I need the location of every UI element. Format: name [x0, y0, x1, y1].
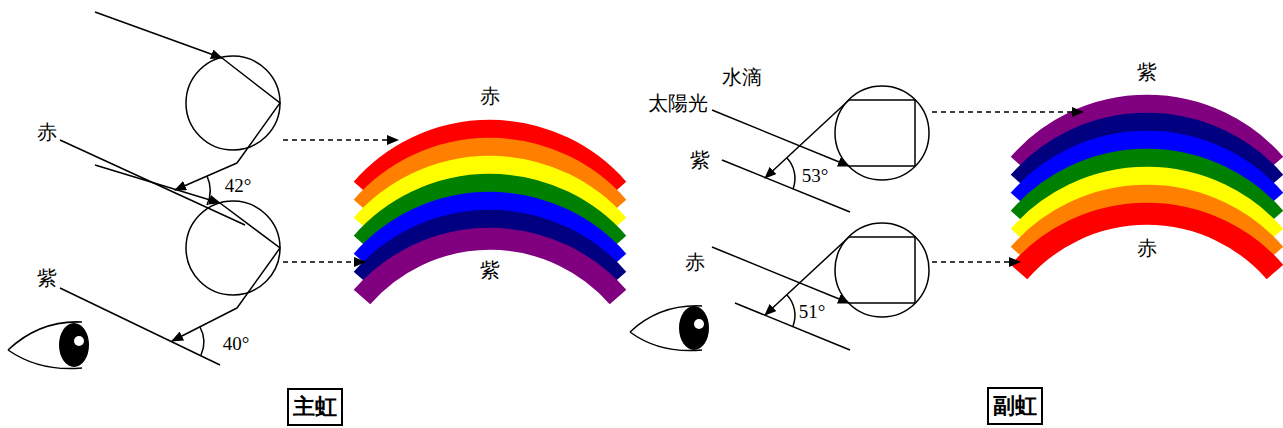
sunlight-label: 太陽光 [648, 92, 708, 114]
color-label: 紫 [1137, 61, 1157, 83]
title-box: 主虹 [287, 388, 343, 426]
angle-label: 51° [799, 302, 826, 323]
secondary-rainbow [1019, 106, 1275, 272]
eye [8, 322, 89, 369]
angle-label: 53° [802, 166, 829, 187]
color-label: 赤 [1137, 237, 1157, 259]
title-text: 主虹 [293, 394, 337, 419]
title-text: 副虹 [993, 393, 1037, 418]
color-label: 紫 [480, 259, 500, 281]
angle-label: 40° [223, 334, 250, 355]
secondary-rays [712, 86, 1083, 350]
main-rainbow [362, 131, 618, 297]
color-label: 紫 [37, 267, 57, 289]
color-label: 赤 [480, 85, 500, 107]
color-label: 赤 [37, 121, 57, 143]
drop-label: 水滴 [722, 66, 762, 88]
title-box: 副虹 [987, 387, 1043, 425]
color-label: 赤 [685, 251, 705, 273]
main-rays [60, 12, 398, 365]
color-label: 紫 [690, 149, 710, 171]
angle-label: 42° [225, 176, 252, 197]
eye [630, 306, 709, 351]
